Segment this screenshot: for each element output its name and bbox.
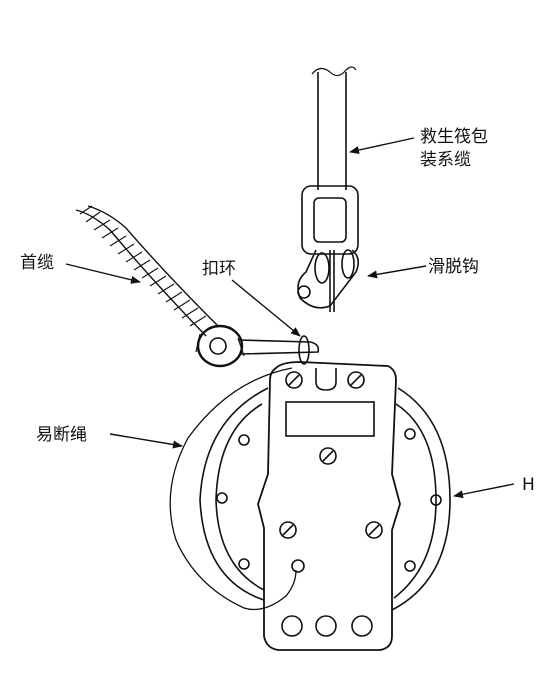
- housing-bolts: [216, 428, 442, 572]
- arrow-painter: [65, 263, 141, 284]
- label-weak-link: 易断绳: [36, 425, 87, 445]
- arrow-shackle: [231, 279, 301, 337]
- label-painter: 首缆: [20, 253, 54, 273]
- label-slip-hook: 滑脱钩: [428, 257, 479, 277]
- label-shackle: 扣环: [202, 259, 236, 279]
- screw-heads: [279, 371, 383, 573]
- arrow-h: [453, 483, 515, 499]
- arrow-slip-hook: [367, 265, 427, 279]
- painter-eye: [195, 324, 245, 368]
- strap-buckle: [301, 185, 359, 255]
- shackle: [237, 335, 320, 365]
- raft-strap: [311, 66, 357, 190]
- label-h-marker: H: [522, 475, 535, 495]
- arrow-weak-link: [109, 433, 183, 449]
- label-raft-system: 救生筏包装系缆: [420, 127, 488, 170]
- release-unit: [199, 361, 451, 651]
- weak-link-cord: [169, 367, 297, 611]
- slip-hook: [297, 249, 360, 312]
- arrow-raft-system: [349, 137, 415, 154]
- painter-rope: [75, 205, 219, 337]
